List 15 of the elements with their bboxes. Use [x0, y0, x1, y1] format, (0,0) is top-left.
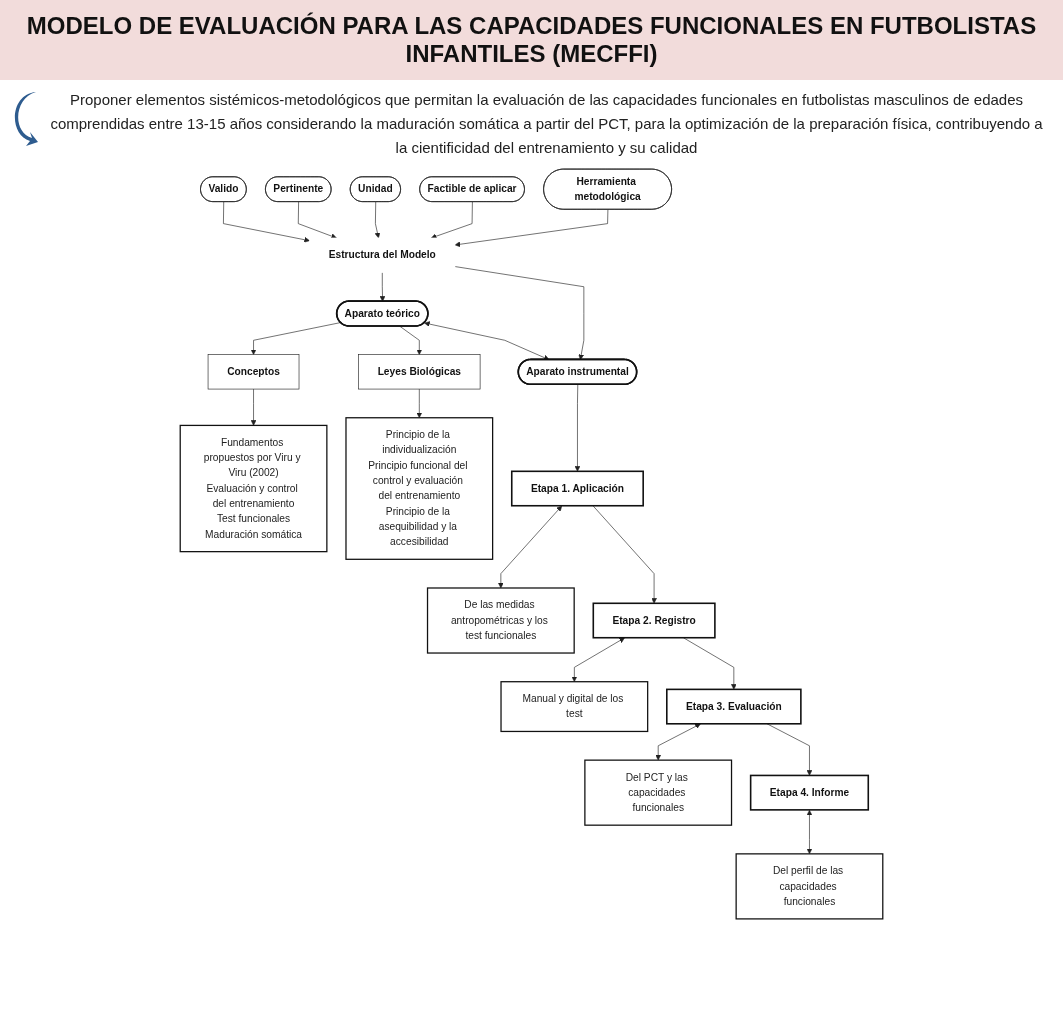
node-box: De las medidas antropométricas y los test funcionales	[426, 587, 575, 654]
node-box: Principio de la individualización Principio funcional del control y evaluación del entrenamiento Principio de la asequibilidad y la accesibilidad	[345, 417, 494, 560]
node-box: Etapa 4. Informe	[749, 774, 870, 811]
node-box: Fundamentos propuestos por Viru y Viru (2002) Evaluación y control del entrenamiento Test funcionales Maduración somática	[179, 424, 328, 553]
node-text: Estructura del Modelo	[328, 249, 436, 261]
objective-text: Proponer elementos sistémicos-metodológicos que permitan la evaluación de las capacidades funcionales en futbolistas masculinos de edades comprendidas entre 13-15 años considerando la maduración somática a partir del PCT, para la optimización de la preparación física, contribuyendo a la cientificidad del entrenamiento y su calidad	[50, 90, 1043, 158]
node-box: Del PCT y las capacidades funcionales	[584, 759, 733, 826]
title: MODELO DE EVALUACIÓN PARA LAS CAPACIDADES FUNCIONALES EN FUTBOLISTAS INFANTILES (MECFFI)	[0, 0, 1063, 80]
node-box: Manual y digital de los test	[500, 681, 649, 733]
node-box: Etapa 3. Evaluación	[666, 688, 802, 725]
node-box: Leyes Biológicas	[358, 354, 481, 390]
node-box: Del perfil de las capacidades funcionales	[735, 853, 884, 920]
node-box: Etapa 1. Aplicación	[510, 470, 644, 507]
node-box: Etapa 2. Registro	[592, 602, 716, 639]
node-box: Conceptos	[207, 354, 300, 390]
